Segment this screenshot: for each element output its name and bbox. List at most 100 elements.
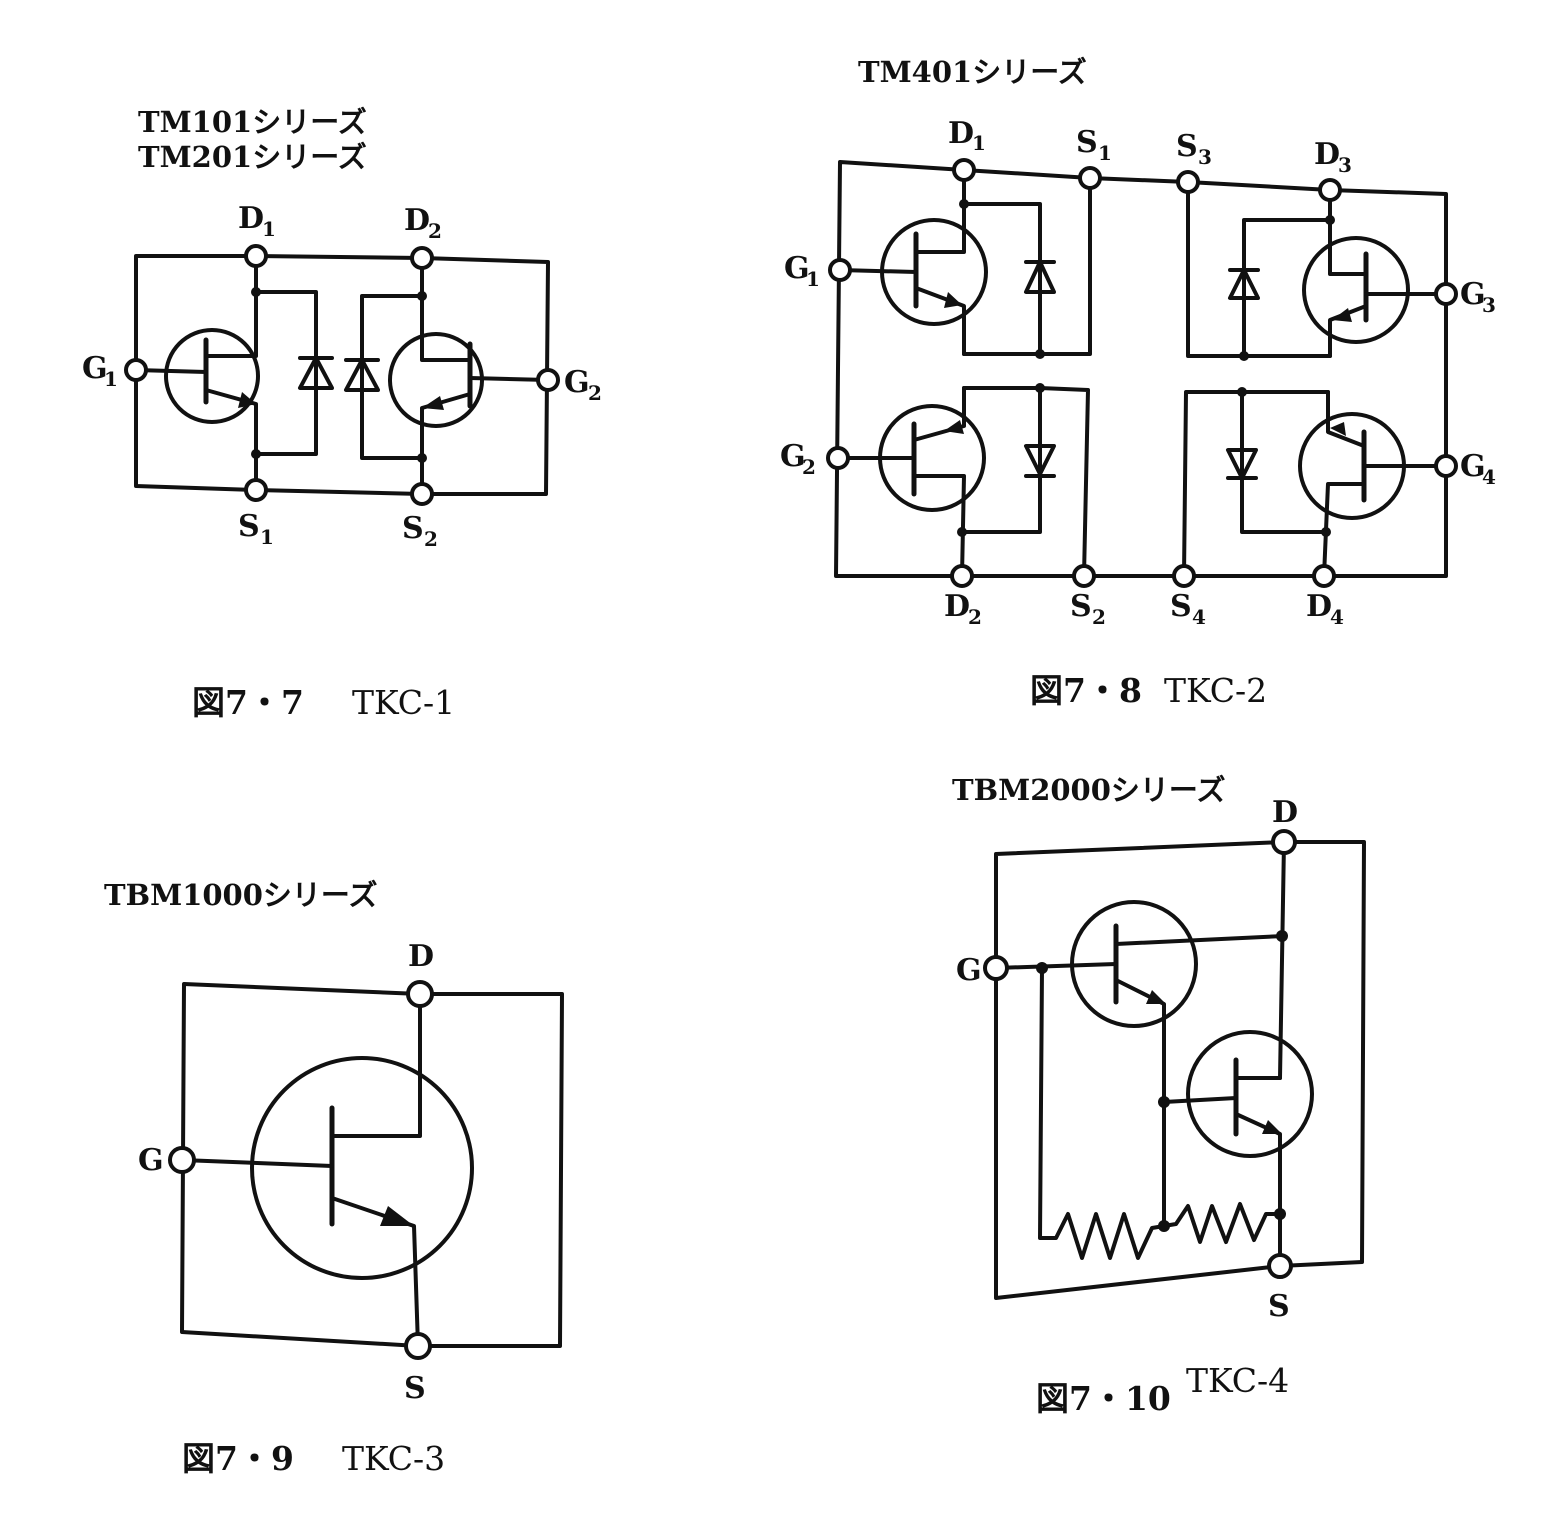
diode-branch	[960, 386, 1042, 534]
label-s3: S	[1176, 129, 1198, 164]
junction-dot	[1321, 527, 1331, 537]
label-s1-sub: 1	[1098, 141, 1112, 165]
source-lead	[1038, 176, 1092, 356]
label-d1: D	[948, 116, 974, 151]
label-g3-sub: 3	[1482, 293, 1496, 317]
terminal-g1	[828, 258, 852, 282]
collector-lead	[912, 474, 966, 578]
label-d2-sub: 2	[968, 605, 982, 629]
collector-lead	[1328, 188, 1368, 276]
label-g: G	[138, 1143, 164, 1178]
emitter-arrow	[1262, 1120, 1282, 1134]
transistor-q1	[1070, 900, 1286, 1228]
label-s: S	[404, 1371, 426, 1406]
label-g1: G	[784, 251, 810, 286]
junction-dot	[1158, 1220, 1170, 1232]
junction-dot	[1036, 962, 1048, 974]
label-d2: D	[944, 589, 970, 624]
collector-lead	[330, 992, 422, 1138]
label-g3: G	[1460, 277, 1486, 312]
figure-tkc-3: TBM1000シリーズ D S G 図7・9 TKC-3	[104, 878, 564, 1478]
figure-tkc-2: TM401シリーズ	[780, 55, 1496, 710]
diode-d1	[254, 290, 334, 456]
label-d3-sub: 3	[1338, 153, 1352, 177]
terminal-d1	[952, 158, 976, 182]
label-d2-sub: 2	[428, 219, 442, 243]
label-g4: G	[1460, 449, 1486, 484]
collector-lead	[204, 254, 258, 358]
junction-dot	[1237, 387, 1247, 397]
label-s2-sub: 2	[424, 527, 438, 551]
diode-triangle	[1024, 260, 1056, 294]
junction-dot	[957, 527, 967, 537]
label-d1-sub: 1	[972, 131, 986, 155]
figure-number: 図7・10	[1036, 1379, 1171, 1418]
terminal-d	[406, 980, 434, 1008]
label-s2-sub: 2	[1092, 605, 1106, 629]
terminal-d2	[950, 564, 974, 588]
gate-lead	[180, 1158, 334, 1168]
transistor-q2	[1162, 1030, 1314, 1268]
terminal-s3	[1176, 170, 1200, 194]
label-s1: S	[1076, 125, 1098, 160]
terminal-s2	[410, 482, 434, 506]
figure-number: 図7・9	[182, 1439, 294, 1478]
figure-title: TKC-2	[1164, 671, 1267, 710]
series-label-tbm2000: TBM2000シリーズ	[952, 773, 1225, 807]
figure-tkc-4: TBM2000シリーズ	[952, 773, 1366, 1418]
label-s: S	[1268, 1289, 1290, 1324]
transistor-envelope	[1302, 236, 1410, 344]
junction-dot	[417, 453, 427, 463]
transistor-envelope	[250, 1056, 474, 1280]
diode-triangle	[1024, 444, 1056, 476]
emitter-arrow	[944, 420, 964, 434]
label-g1-sub: 1	[104, 367, 118, 391]
terminal-s	[1267, 1253, 1293, 1279]
terminal-g	[168, 1146, 196, 1174]
transistor-q2	[836, 383, 1090, 578]
emitter-arrow	[238, 392, 256, 408]
label-g1-sub: 1	[806, 267, 820, 291]
label-d4-sub: 4	[1330, 605, 1344, 629]
terminal-d4	[1312, 564, 1336, 588]
emitter-arrow	[380, 1206, 414, 1226]
terminal-s4	[1172, 564, 1196, 588]
emitter-arrow	[944, 292, 962, 308]
label-g4-sub: 4	[1482, 465, 1496, 489]
label-g2-sub: 2	[588, 381, 602, 405]
module-frame	[834, 160, 1448, 578]
label-s2: S	[402, 511, 424, 546]
module-frame	[180, 982, 564, 1348]
diode-triangle	[1226, 448, 1258, 480]
junction-dot	[251, 287, 261, 297]
emitter-lead	[912, 386, 966, 442]
emitter-lead	[420, 392, 472, 496]
resistor-r1	[1038, 966, 1166, 1260]
label-s2: S	[1070, 589, 1092, 624]
label-s3-sub: 3	[1198, 145, 1212, 169]
transistor-envelope	[1186, 1030, 1314, 1158]
junction-dot	[1274, 1208, 1286, 1220]
emitter-arrow	[1332, 308, 1352, 322]
label-s4-sub: 4	[1192, 605, 1206, 629]
transistor-q3	[1186, 180, 1448, 361]
collector-lead	[1114, 934, 1286, 946]
label-d: D	[1272, 795, 1298, 830]
figure-title: TKC-3	[342, 1439, 445, 1478]
terminal-d1	[244, 244, 268, 268]
diode-branch	[1240, 390, 1330, 534]
junction-dot	[1035, 349, 1045, 359]
figure-title: TKC-1	[352, 683, 455, 722]
junction-dot	[1035, 383, 1045, 393]
terminal-g1	[124, 358, 148, 382]
module-frame	[134, 254, 550, 496]
diode-branch	[254, 290, 318, 456]
figure-tkc-1: TM101シリーズ TM201シリーズ	[82, 105, 602, 722]
label-d: D	[408, 939, 434, 974]
emitter-arrow	[1146, 990, 1166, 1004]
junction-dot	[1325, 215, 1335, 225]
label-d2: D	[404, 203, 430, 238]
collector-lead	[1322, 482, 1366, 578]
label-d3: D	[1314, 137, 1340, 172]
gate-lead	[994, 962, 1118, 970]
